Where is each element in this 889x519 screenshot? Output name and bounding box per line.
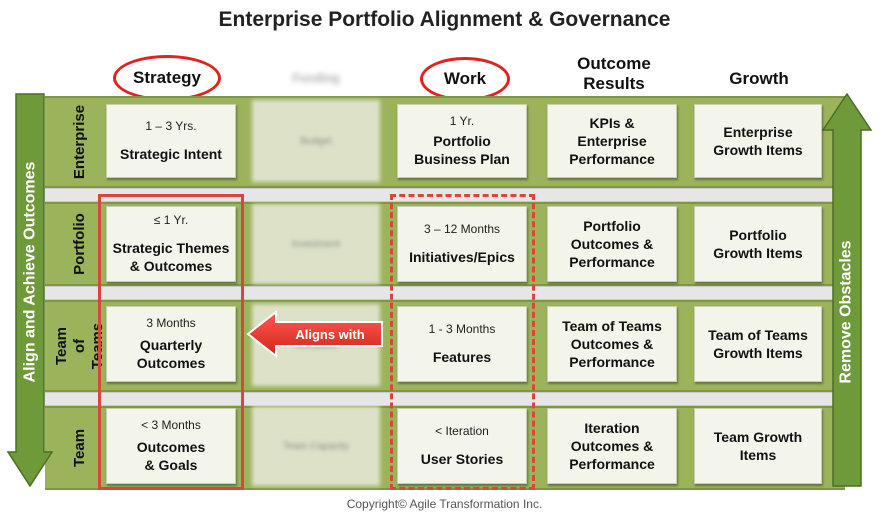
column-header-growth: Growth xyxy=(695,62,823,96)
column-header-strategy: Strategy xyxy=(113,55,221,101)
cell-team-of-teams-work: 1 - 3 Months Features xyxy=(397,306,527,382)
copyright-footer: Copyright© Agile Transformation Inc. xyxy=(346,497,543,511)
row-label-enterprise: Enterprise xyxy=(62,98,98,186)
cell-title: KPIs & Enterprise Performance xyxy=(569,115,655,167)
row-label-team: Team xyxy=(62,408,98,488)
cell-portfolio-strategy: ≤ 1 Yr. Strategic Themes & Outcomes xyxy=(106,206,236,282)
cell-team-funding: Team Capacity xyxy=(252,406,380,486)
cell-team-outcome: Iteration Outcomes & Performance xyxy=(547,408,677,484)
row-label-enterprise-text: Enterprise xyxy=(71,104,89,180)
cell-enterprise-outcome: KPIs & Enterprise Performance xyxy=(547,104,677,178)
row-separator xyxy=(45,392,845,406)
remove-obstacles-text: Remove Obstacles xyxy=(838,240,855,384)
column-header-work: Work xyxy=(420,57,510,101)
cell-portfolio-funding: Investment xyxy=(252,204,380,284)
cell-title: Portfolio Outcomes & Performance xyxy=(569,218,655,270)
column-header-outcome-results-label: Outcome Results xyxy=(577,54,651,93)
cell-title: Team of Teams Outcomes & Performance xyxy=(562,318,662,370)
column-header-growth-label: Growth xyxy=(729,69,789,88)
cell-enterprise-work: 1 Yr. Portfolio Business Plan xyxy=(397,104,527,178)
remove-obstacles-arrow xyxy=(821,92,873,487)
cell-blurred-text: Budget xyxy=(300,135,332,147)
column-header-work-label: Work xyxy=(443,69,487,88)
cell-team-of-teams-growth: Team of Teams Growth Items xyxy=(694,306,822,382)
cell-title: Portfolio Business Plan xyxy=(414,133,510,167)
cell-timeframe: < 3 Months xyxy=(141,418,201,432)
cell-timeframe: 1 - 3 Months xyxy=(428,322,496,336)
cell-title: Quarterly Outcomes xyxy=(136,337,206,371)
column-header-outcome-results: Outcome Results xyxy=(548,50,680,98)
cell-title: Strategic Themes & Outcomes xyxy=(112,240,230,274)
cell-team-growth: Team Growth Items xyxy=(694,408,822,484)
cell-timeframe: 1 Yr. xyxy=(449,114,475,128)
cell-title: Outcomes & Goals xyxy=(136,439,206,473)
cell-portfolio-work: 3 – 12 Months Initiatives/Epics xyxy=(397,206,527,282)
cell-timeframe: < Iteration xyxy=(435,424,489,438)
cell-enterprise-funding: Budget xyxy=(252,100,380,182)
work-highlight-box xyxy=(390,194,535,490)
cell-timeframe: 3 – 12 Months xyxy=(423,222,501,236)
remove-obstacles-label: Remove Obstacles xyxy=(821,130,873,494)
align-achieve-label: Align and Achieve Outcomes xyxy=(6,92,54,452)
row-label-team-text: Team xyxy=(71,428,89,468)
cell-timeframe: 1 – 3 Yrs. xyxy=(145,119,197,133)
cell-team-work: < Iteration User Stories xyxy=(397,408,527,484)
column-header-funding-label: Funding xyxy=(292,71,340,85)
cell-enterprise-strategy: 1 – 3 Yrs. Strategic Intent xyxy=(106,104,236,178)
cell-title: Strategic Intent xyxy=(120,146,222,162)
aligns-with-arrow xyxy=(246,310,383,358)
cell-timeframe: ≤ 1 Yr. xyxy=(153,213,189,227)
cell-portfolio-growth: Portfolio Growth Items xyxy=(694,206,822,282)
page-title: Enterprise Portfolio Alignment & Governa… xyxy=(218,8,671,31)
row-label-portfolio-text: Portfolio xyxy=(71,213,88,275)
align-achieve-arrow xyxy=(6,93,54,488)
cell-title: User Stories xyxy=(420,451,504,467)
cell-title: Iteration Outcomes & Performance xyxy=(569,420,655,472)
column-header-strategy-label: Strategy xyxy=(132,68,202,87)
column-header-funding: Funding xyxy=(255,60,377,96)
align-achieve-text: Align and Achieve Outcomes xyxy=(21,161,39,383)
cell-timeframe: 3 Months xyxy=(146,316,196,330)
strategy-highlight-box xyxy=(98,194,244,490)
cell-title: Enterprise Growth Items xyxy=(713,124,803,158)
cell-blurred-text: Team Capacity xyxy=(282,440,350,452)
cell-title: Features xyxy=(432,349,492,365)
cell-title: Initiatives/Epics xyxy=(409,249,515,265)
cell-team-of-teams-strategy: 3 Months Quarterly Outcomes xyxy=(106,306,236,382)
cell-enterprise-growth: Enterprise Growth Items xyxy=(694,104,822,178)
row-label-team-of-teams: Team of Teams xyxy=(53,302,106,390)
cell-team-strategy: < 3 Months Outcomes & Goals xyxy=(106,408,236,484)
cell-blurred-text: Investment xyxy=(291,238,341,250)
cell-portfolio-outcome: Portfolio Outcomes & Performance xyxy=(547,206,677,282)
row-separator xyxy=(45,286,845,300)
aligns-with-text: Aligns with xyxy=(295,326,365,342)
cell-title: Portfolio Growth Items xyxy=(713,227,803,261)
cell-team-of-teams-outcome: Team of Teams Outcomes & Performance xyxy=(547,306,677,382)
row-label-portfolio: Portfolio xyxy=(62,204,98,284)
aligns-with-callout: Aligns with xyxy=(276,322,384,346)
cell-title: Team of Teams Growth Items xyxy=(708,327,808,361)
cell-title: Team Growth Items xyxy=(713,429,803,463)
